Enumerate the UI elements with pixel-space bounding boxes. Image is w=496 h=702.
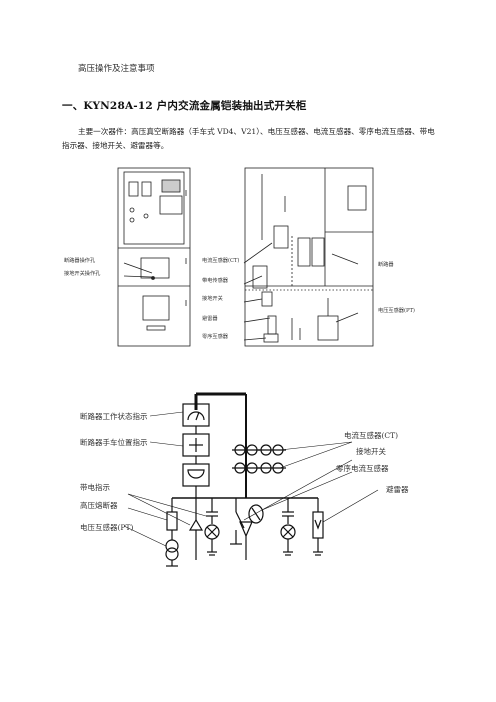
label-truck-position: 断路器手车位置指示: [80, 437, 148, 447]
label-earth-op-hole: 接地开关操作孔: [64, 269, 101, 277]
label-pt: 电压互感器(PT): [378, 306, 415, 314]
label-live-sensor: 带电传感器: [202, 276, 229, 284]
single-line-diagram: [123, 392, 379, 567]
label-earth-switch: 接地开关: [202, 294, 223, 302]
label-breaker: 断路器: [378, 260, 394, 268]
label-ct-2: 电流互感器(CT): [344, 430, 398, 440]
body-paragraph: 主要一次器件：高压真空断路器（手车式 VD4、V21）、电压互感器、电流互感器、…: [62, 127, 435, 150]
label-pt-2: 电压互感器(PT): [80, 522, 133, 532]
label-breaker-state: 断路器工作状态指示: [80, 411, 148, 421]
cabinet-section-outline: [244, 167, 374, 347]
label-ct: 电流互感器(CT): [202, 256, 239, 264]
label-zero-ct: 零序互感器: [202, 332, 229, 340]
label-arrester-2: 避雷器: [386, 484, 409, 494]
label-zero-ct-2: 零序电流互感器: [336, 463, 389, 473]
section-title: 一、KYN28A-12 户内交流金属铠装抽出式开关柜: [62, 100, 307, 112]
label-hv-fuse: 高压熔断器: [80, 500, 118, 510]
label-breaker-op-hole: 断路器操作孔: [64, 256, 96, 264]
label-earth-switch-2: 接地开关: [356, 446, 386, 456]
label-arrester: 避雷器: [202, 314, 218, 322]
cabinet-front-outline: [117, 167, 191, 347]
label-live-indicator: 带电指示: [80, 482, 110, 492]
document-header: 高压操作及注意事项: [78, 64, 155, 74]
